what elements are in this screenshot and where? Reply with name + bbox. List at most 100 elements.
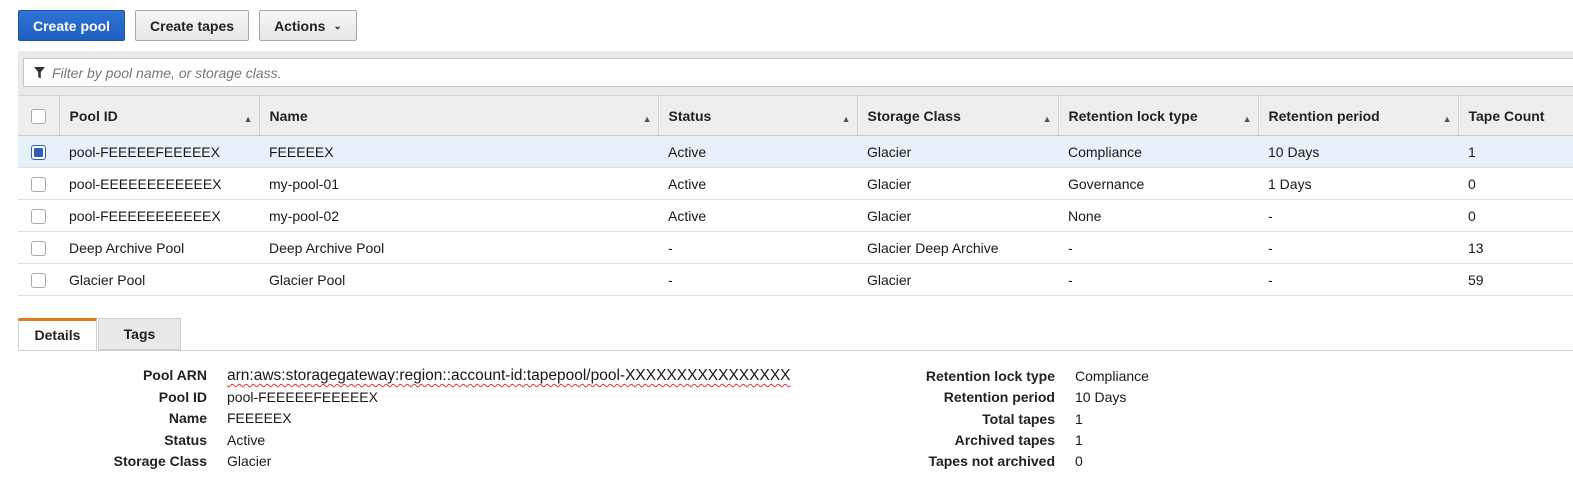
column-header-tape-count[interactable]: Tape Count [1458,95,1573,136]
detail-label: Storage Class [113,453,207,469]
column-header-retention-period[interactable]: Retention period ▲ [1258,95,1459,136]
cell-storage-class: Glacier [857,263,1058,296]
detail-retention-period: Retention period 10 Days [0,389,1127,405]
tab-tags[interactable]: Tags [98,318,181,350]
row-checkbox[interactable] [31,144,46,160]
retention-period-value: 10 Days [1075,389,1127,405]
create-pool-button[interactable]: Create pool [18,10,126,41]
detail-label: Pool ARN [142,367,207,383]
cell-name: Glacier Pool [259,263,658,296]
sort-ascending-icon[interactable]: ▲ [243,114,253,124]
table-header-row: Pool ID ▲ Name ▲ Status ▲ Storage Class▲ Re… [18,95,1573,136]
column-header-label: Status [668,107,712,124]
table-row[interactable]: pool-FEEEEEEEEEEEX my-pool-02 Active Gla… [18,199,1573,232]
cell-pool-id: Glacier Pool [59,263,259,296]
column-header-status[interactable]: Status ▲ [658,95,858,136]
table-row[interactable]: Deep Archive Pool Deep Archive Pool - Gl… [18,231,1573,264]
detail-label: Total tapes [982,411,1055,427]
filter-input[interactable] [52,64,652,81]
filter-funnel-icon [34,66,45,78]
column-header-label: Tape Count [1468,107,1545,124]
cell-retention-lock-type: Governance [1058,167,1258,200]
pool-id-value: pool-FEEEEEFEEEEEX [227,389,378,405]
sort-ascending-icon[interactable]: ▲ [1042,114,1052,124]
sort-ascending-icon[interactable]: ▲ [642,114,652,124]
cell-retention-period: 10 Days [1258,135,1458,168]
detail-label: Archived tapes [954,432,1055,448]
column-header-label: Retention lock type [1068,107,1198,124]
table-row[interactable]: pool-FEEEEEFEEEEEX FEEEEEX Active Glacie… [18,135,1573,168]
cell-status: Active [658,199,857,232]
cell-status: Active [658,135,857,168]
row-select-cell [18,167,59,200]
cell-pool-id: pool-FEEEEEFEEEEEX [59,135,259,168]
table-row[interactable]: Glacier Pool Glacier Pool - Glacier - - … [18,263,1573,296]
detail-label: Pool ID [158,389,207,405]
cell-retention-period: 1 Days [1258,167,1458,200]
sort-ascending-icon[interactable]: ▲ [1242,114,1252,124]
detail-pool-id: Pool ID pool-FEEEEEFEEEEEX [0,389,378,405]
cell-retention-period: - [1258,199,1458,232]
cell-storage-class: Glacier Deep Archive [857,231,1058,264]
detail-name: Name FEEEEEX [0,410,292,426]
cell-status: Active [658,167,857,200]
cell-storage-class: Glacier [857,135,1058,168]
column-header-retention-lock-type[interactable]: Retention lock type ▲ [1058,95,1259,136]
pools-table: Pool ID ▲ Name ▲ Status ▲ Storage Class▲ Re… [18,95,1573,296]
details-tabs: Details Tags [18,318,1573,351]
pool-arn-value: arn:aws:storagegateway:region::account-i… [227,367,791,384]
row-checkbox[interactable] [31,176,46,192]
detail-pool-arn: Pool ARN arn:aws:storagegateway:region::… [0,367,791,385]
select-all-cell [18,95,60,136]
archived-tapes-value: 1 [1075,432,1083,448]
cell-tape-count: 1 [1458,135,1573,168]
storage-class-value: Glacier [227,453,272,469]
row-select-cell [18,199,59,232]
actions-button[interactable]: Actions ⌄ [259,10,357,41]
cell-pool-id: pool-EEEEEEEEEEEEX [59,167,259,200]
cell-retention-lock-type: - [1058,231,1258,264]
detail-archived-tapes: Archived tapes 1 [0,432,1083,448]
create-tapes-button[interactable]: Create tapes [135,10,250,41]
cell-status: - [658,231,857,264]
cell-storage-class: Glacier [857,167,1058,200]
row-checkbox[interactable] [31,240,46,256]
cell-tape-count: 13 [1458,231,1573,264]
column-header-label: Name [269,107,308,124]
cell-tape-count: 0 [1458,167,1573,200]
sort-ascending-icon[interactable]: ▲ [841,114,851,124]
row-select-cell [18,263,59,296]
detail-label: Status [164,432,207,448]
total-tapes-value: 1 [1075,411,1083,427]
column-header-storage-class[interactable]: Storage Class▲ [857,95,1059,136]
detail-label: Retention period [943,389,1055,405]
cell-retention-period: - [1258,231,1458,264]
cell-retention-period: - [1258,263,1458,296]
tab-details[interactable]: Details [18,318,97,350]
cell-name: FEEEEEX [259,135,658,168]
row-checkbox[interactable] [31,272,46,288]
cell-tape-count: 0 [1458,199,1573,232]
column-header-pool-id[interactable]: Pool ID ▲ [59,95,260,136]
select-all-checkbox[interactable] [30,108,46,124]
cell-pool-id: Deep Archive Pool [59,231,259,264]
detail-label: Name [168,410,207,426]
column-header-label: Pool ID [69,107,118,124]
detail-label: Retention lock type [925,368,1055,384]
cell-storage-class: Glacier [857,199,1058,232]
column-header-label: Retention period [1268,107,1380,124]
row-select-cell [18,135,59,168]
filter-bar [18,51,1573,95]
chevron-down-icon: ⌄ [333,21,342,32]
row-checkbox[interactable] [31,208,46,224]
detail-label: Tapes not archived [928,453,1055,469]
cell-retention-lock-type: - [1058,263,1258,296]
cell-name: my-pool-01 [259,167,658,200]
actions-label: Actions [274,17,326,34]
table-row[interactable]: pool-EEEEEEEEEEEEX my-pool-01 Active Gla… [18,167,1573,200]
sort-ascending-icon[interactable]: ▲ [1442,114,1452,124]
toolbar: Create pool Create tapes Actions ⌄ [18,10,357,41]
cell-tape-count: 59 [1458,263,1573,296]
cell-name: my-pool-02 [259,199,658,232]
column-header-name[interactable]: Name ▲ [259,95,659,136]
